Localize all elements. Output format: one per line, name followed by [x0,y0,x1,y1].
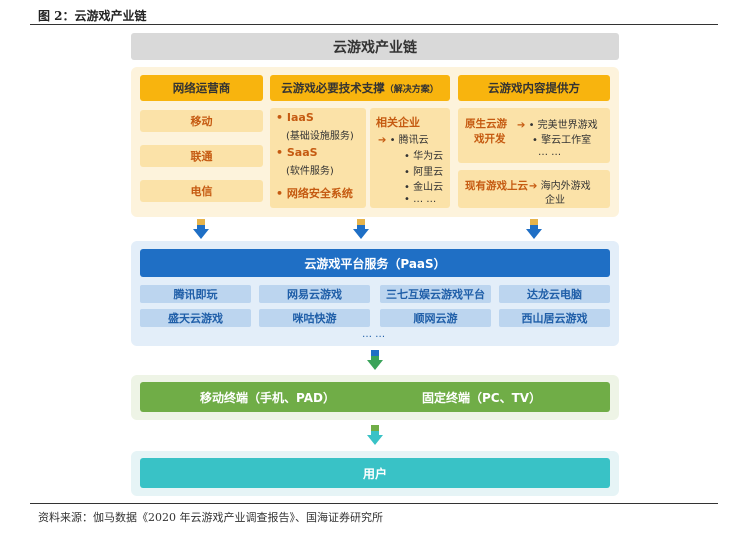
platform-more: … … [362,329,386,340]
related-companies-title: 相关企业 [376,116,420,129]
tech-support-note: （解决方案） [384,84,439,95]
company-item: • … … [404,194,437,205]
source-note: 资料来源：伽马数据《2020 年云游戏产业调查报告》、国海证券研究所 [38,511,383,524]
existing-games-label: 现有游戏上云 [465,180,528,192]
carrier-telecom: 电信 [140,180,263,202]
iaas-item: • IaaS [276,111,314,124]
carrier-mobile: 移动 [140,110,263,132]
native-dev-box [458,108,610,163]
arrow-right-icon: ➔ [378,135,387,146]
saas-item: • SaaS [276,146,318,159]
fixed-terminal-label: 固定终端（PC、TV） [422,391,542,405]
down-arrow-icon [526,219,542,239]
network-operator-header: 网络运营商 [140,75,263,101]
platform-header: 云游戏平台服务（PaaS） [140,249,610,277]
native-item-label: 擎云工作室 [541,135,592,146]
existing-item-2: 企业 [545,195,565,206]
existing-games-box [458,170,610,208]
related-companies-box [370,108,450,208]
existing-item-label: 海内外游戏 [540,181,591,192]
terminal-bar: 移动终端（手机、PAD） 固定终端（PC、TV） [140,382,610,412]
figure-caption: 图 2：云游戏产业链 [38,9,147,23]
existing-item: ➔ 海内外游戏 [529,177,591,192]
mobile-terminal-label: 移动终端（手机、PAD） [200,391,335,405]
company-item: • 金山云 [404,182,444,193]
diagram-title: 云游戏产业链 [131,33,619,60]
saas-sub: (软件服务) [286,166,334,177]
company-label: … … [413,194,437,205]
platform-item: 咪咕快游 [259,309,370,327]
platform-item: 西山居云游戏 [499,309,610,327]
bottom-divider [30,503,718,504]
company-label: 金山云 [413,182,444,193]
platform-item: 腾讯即玩 [140,285,251,303]
company-item: ➔ • 腾讯云 [378,135,429,146]
tech-support-title: 云游戏必要技术支撑 [281,81,385,95]
company-item: • 华为云 [404,151,444,162]
company-label: 腾讯云 [398,135,429,146]
platform-item: 三七互娱云游戏平台 [380,285,491,303]
saas-label: SaaS [286,146,318,159]
company-label: 华为云 [413,151,444,162]
security-item: • 网络安全系统 [276,187,353,200]
native-dev-label-2: 戏开发 [474,133,506,145]
security-label: 网络安全系统 [286,187,353,200]
company-label: 阿里云 [413,167,444,178]
native-item: • 擎云工作室 [532,135,592,146]
iaas-label: IaaS [286,111,314,124]
down-arrow-icon [193,219,209,239]
user-bar: 用户 [140,458,610,488]
platform-item: 盛天云游戏 [140,309,251,327]
tech-support-header: 云游戏必要技术支撑（解决方案） [270,75,450,101]
down-arrow-icon [367,425,383,445]
down-arrow-icon [353,219,369,239]
tech-service-box [270,108,366,208]
platform-item: 达龙云电脑 [499,285,610,303]
platform-item: 网易云游戏 [259,285,370,303]
native-item-more: … … [538,147,562,158]
arrow-right-icon: ➔ [529,181,538,192]
arrow-right-icon: ➔ [517,120,526,131]
company-item: • 阿里云 [404,167,444,178]
native-item: ➔ • 完美世界游戏 [517,120,598,131]
top-divider [30,24,718,25]
native-item-label: 完美世界游戏 [537,120,598,131]
iaas-sub: (基础设施服务) [286,131,354,142]
platform-item: 顺网云游 [380,309,491,327]
down-arrow-icon [367,350,383,370]
carrier-unicom: 联通 [140,145,263,167]
content-provider-header: 云游戏内容提供方 [458,75,610,101]
native-dev-label-1: 原生云游 [465,118,507,130]
